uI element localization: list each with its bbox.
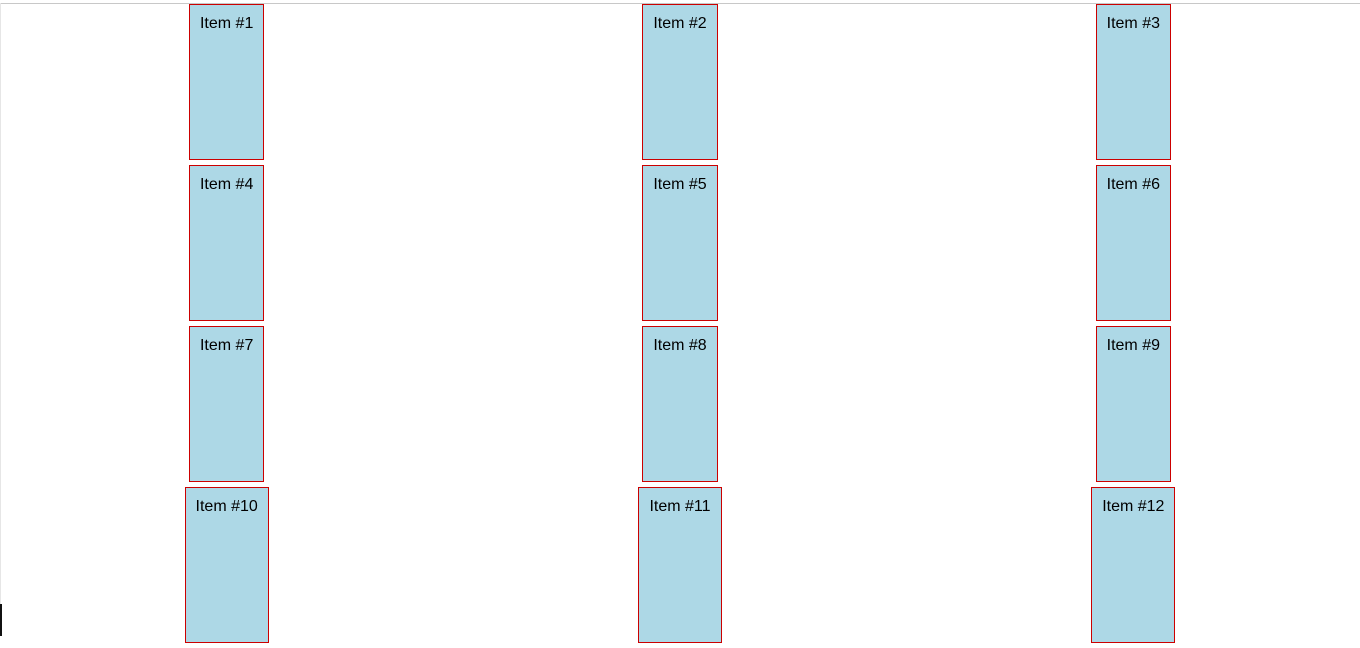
grid-item-6: Item #6 <box>1095 165 1171 321</box>
viewport-top-divider <box>0 3 1360 4</box>
grid-cell: Item #3 <box>907 4 1360 165</box>
grid-item-4: Item #4 <box>188 165 265 321</box>
grid-cell: Item #8 <box>453 326 906 487</box>
grid-item-7: Item #7 <box>188 326 265 482</box>
item-grid: Item #1 Item #2 Item #3 Item #4 Item #5 … <box>0 4 1360 648</box>
grid-cell: Item #4 <box>0 165 453 326</box>
grid-cell: Item #2 <box>453 4 906 165</box>
grid-item-5: Item #5 <box>642 165 718 321</box>
grid-item-10: Item #10 <box>184 487 269 643</box>
grid-item-8: Item #8 <box>642 326 718 482</box>
grid-item-3: Item #3 <box>1095 4 1171 160</box>
grid-cell: Item #9 <box>907 326 1360 487</box>
grid-item-2: Item #2 <box>642 4 718 160</box>
grid-cell: Item #12 <box>907 487 1360 648</box>
text-cursor <box>0 604 2 636</box>
grid-item-11: Item #11 <box>638 487 722 643</box>
grid-cell: Item #1 <box>0 4 453 165</box>
grid-item-9: Item #9 <box>1095 326 1171 482</box>
grid-item-12: Item #12 <box>1091 487 1176 643</box>
grid-cell: Item #11 <box>453 487 906 648</box>
grid-cell: Item #10 <box>0 487 453 648</box>
viewport-left-divider <box>0 3 1 636</box>
grid-cell: Item #6 <box>907 165 1360 326</box>
grid-cell: Item #5 <box>453 165 906 326</box>
grid-cell: Item #7 <box>0 326 453 487</box>
grid-item-1: Item #1 <box>188 4 265 160</box>
